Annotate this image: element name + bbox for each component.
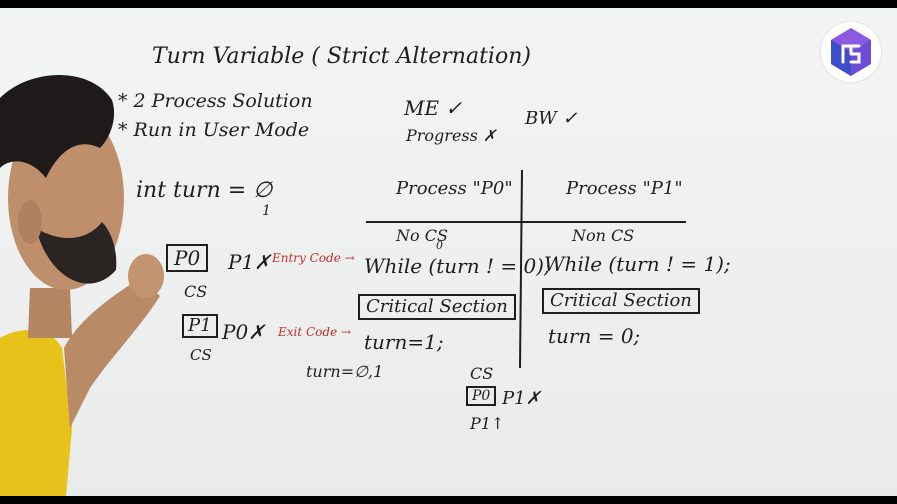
bottom-p0-box: P0 <box>466 386 497 406</box>
turn-small: turn=∅,1 <box>306 362 384 381</box>
presenter-photo <box>0 75 164 496</box>
board-title: Turn Variable ( Strict Alternation) <box>152 44 531 69</box>
p0-critical-section: Critical Section <box>358 294 516 320</box>
p1-while: While (turn ! = 1); <box>544 252 731 276</box>
cs-label-1: CS <box>184 282 208 301</box>
bottom-cs: CS <box>470 364 494 383</box>
entry-code-label: Entry Code → <box>272 251 355 265</box>
process-p1-header: Process "P1" <box>566 178 683 199</box>
whiteboard: Turn Variable ( Strict Alternation) * 2 … <box>0 8 897 496</box>
progress-cross: Progress ✗ <box>406 126 497 145</box>
bottom-p1-arrow: P1↑ <box>470 414 505 433</box>
p1-cross: P1✗ <box>228 250 271 274</box>
bullet-1: * 2 Process Solution <box>118 90 313 112</box>
bw-check: BW ✓ <box>525 108 578 129</box>
p0-box: P0 <box>166 244 209 272</box>
exit-code-label: Exit Code → <box>278 325 352 339</box>
channel-logo-icon <box>821 22 881 82</box>
p0-noncs-mark: 0 <box>436 239 443 252</box>
int-turn: int turn = ∅ <box>136 178 273 203</box>
p1-box: P1 <box>182 314 218 338</box>
bottom-p1-cross: P1✗ <box>502 388 541 409</box>
int-turn-sub: 1 <box>262 203 271 219</box>
p1-noncs: Non CS <box>572 226 635 245</box>
me-check: ME ✓ <box>404 96 463 120</box>
process-p0-header: Process "P0" <box>396 178 513 199</box>
cs-label-2: CS <box>190 346 212 364</box>
p0-exit: turn=1; <box>364 330 444 354</box>
bullet-2: * Run in User Mode <box>118 119 310 141</box>
p1-critical-section: Critical Section <box>542 288 700 314</box>
p1-exit: turn = 0; <box>548 324 641 348</box>
p0-noncs: No CS <box>396 226 448 245</box>
p0-cross: P0✗ <box>222 320 265 344</box>
table-lines <box>366 169 686 369</box>
p0-while: While (turn ! = 0); <box>364 254 551 278</box>
